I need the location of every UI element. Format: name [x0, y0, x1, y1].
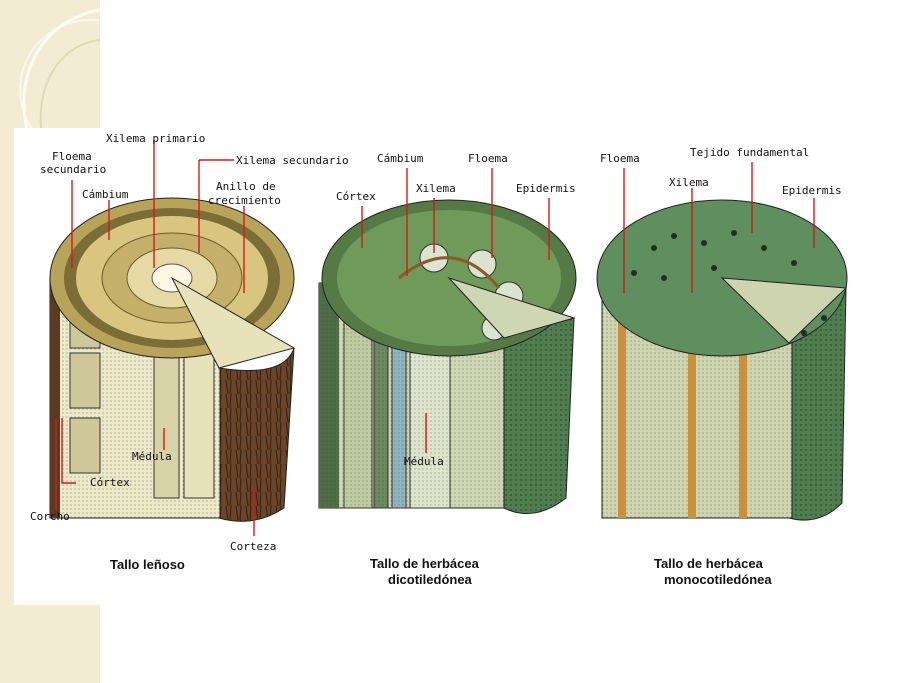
- stem-cross-sections-diagram: Xilema primario Floema secundario Xilema…: [30, 132, 848, 587]
- leader-lines: [55, 140, 815, 536]
- monocot-stem-illustration: [596, 199, 848, 521]
- label-floema-monocot: Floema: [600, 152, 640, 165]
- caption-dicot-line1: Tallo de herbácea: [370, 556, 480, 571]
- label-floema-dicot: Floema: [468, 152, 508, 165]
- dicot-stem-illustration: [318, 199, 577, 515]
- label-floema-secundario-line2: secundario: [40, 163, 106, 176]
- label-anillo-line1: Anillo de: [216, 180, 276, 193]
- label-cambium-dicot: Cámbium: [377, 152, 424, 165]
- woody-labels: Xilema primario Floema secundario Xilema…: [30, 132, 349, 572]
- label-cambium-woody: Cámbium: [82, 188, 129, 201]
- caption-dicot-line2: dicotiledónea: [388, 572, 473, 587]
- stem-diagram-panel: Xilema primario Floema secundario Xilema…: [14, 128, 874, 605]
- label-xilema-secundario: Xilema secundario: [236, 154, 349, 167]
- label-medula-woody: Médula: [132, 450, 172, 463]
- label-epidermis-monocot: Epidermis: [782, 184, 842, 197]
- label-corteza: Corteza: [230, 540, 276, 553]
- label-xilema-monocot: Xilema: [669, 176, 709, 189]
- caption-woody: Tallo leñoso: [110, 557, 185, 572]
- label-xilema-dicot: Xilema: [416, 182, 456, 195]
- dicot-labels: Cámbium Floema Córtex Xilema Epidermis M…: [336, 152, 576, 587]
- label-cortex-woody: Córtex: [90, 476, 130, 489]
- caption-monocot-line2: monocotiledónea: [664, 572, 772, 587]
- label-epidermis-dicot: Epidermis: [516, 182, 576, 195]
- label-corcho: Corcho: [30, 510, 70, 523]
- label-tejido-fundamental: Tejido fundamental: [690, 146, 809, 159]
- woody-stem-illustration: [49, 197, 296, 522]
- label-medula-dicot: Médula: [404, 455, 444, 468]
- monocot-labels: Floema Tejido fundamental Xilema Epiderm…: [600, 146, 842, 587]
- label-floema-secundario-line1: Floema: [52, 150, 92, 163]
- caption-monocot-line1: Tallo de herbácea: [654, 556, 764, 571]
- label-anillo-line2: crecimiento: [208, 194, 281, 207]
- label-xilema-primario: Xilema primario: [106, 132, 205, 145]
- label-cortex-dicot: Córtex: [336, 190, 376, 203]
